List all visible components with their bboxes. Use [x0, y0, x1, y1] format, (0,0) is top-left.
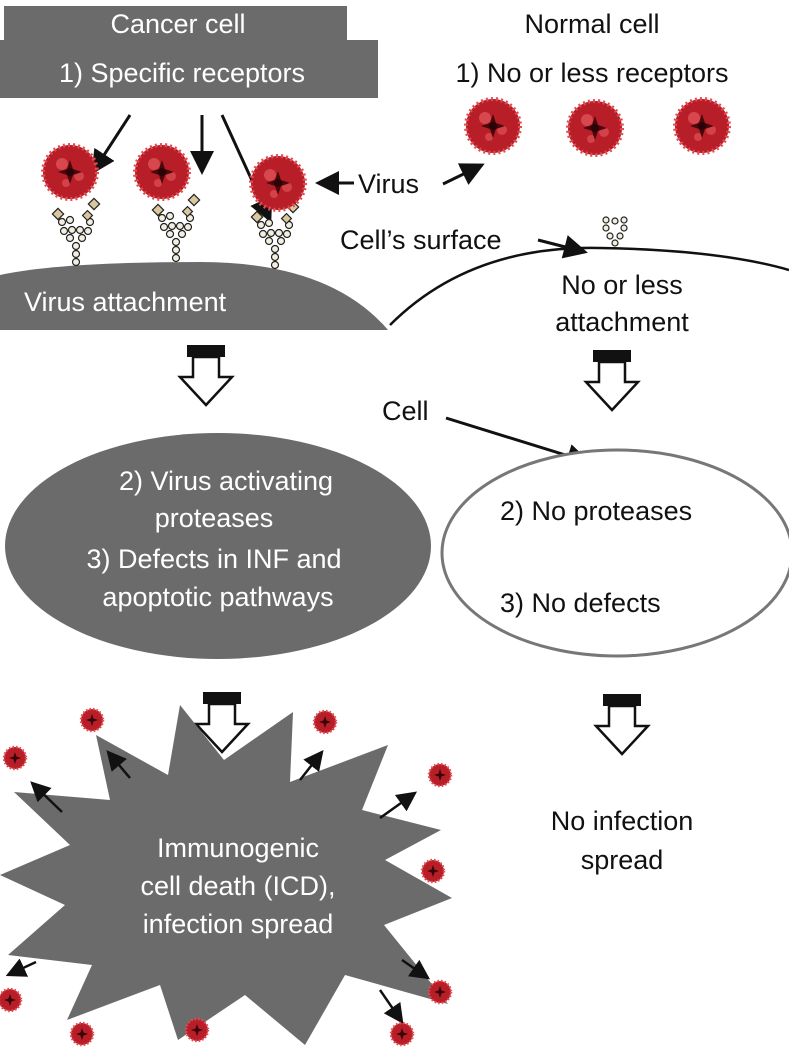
cell-label: Cell [382, 396, 429, 426]
normal-oval-line-1: 2) No proteases [500, 496, 692, 526]
virus-icon [41, 143, 99, 201]
cancer-oval-line-2: proteases [155, 503, 274, 533]
cancer-header: Cancer cell 1) Specific receptors [0, 6, 378, 98]
cancer-cell-surface [0, 262, 388, 330]
cancer-oval [5, 433, 431, 659]
cancer-header-title: Cancer cell [110, 9, 245, 39]
cancer-outcome-line-2: cell death (ICD), [140, 871, 335, 901]
small-virus-icon [427, 979, 453, 1005]
normal-cell-surface [389, 246, 789, 326]
hollow-down-arrow-icon [178, 343, 234, 407]
hollow-down-arrow-icon [584, 348, 640, 412]
receptor-icon [51, 197, 101, 267]
virus-icon [249, 154, 307, 212]
small-virus-icon [427, 762, 453, 788]
virus-icon [673, 97, 731, 155]
surface-pointer-arrow [297, 248, 324, 275]
small-virus-icon [79, 707, 105, 733]
normal-header-subtitle: 1) No or less receptors [455, 58, 728, 88]
small-virus-icon [0, 987, 23, 1013]
small-virus-icon [2, 745, 28, 771]
small-virus-icon [312, 709, 338, 735]
normal-attachment-line-1: No or less [561, 270, 683, 300]
cancer-oval-line-4: apoptotic pathways [102, 582, 333, 612]
cancer-oval-line-1: 2) Virus activating [119, 466, 333, 496]
normal-outcome-line-2: spread [581, 845, 664, 875]
virus-icon [133, 143, 191, 201]
normal-attachment-line-2: attachment [555, 307, 689, 337]
cell-surface-label: Cell’s surface [340, 225, 502, 255]
hollow-down-arrow-icon [594, 692, 650, 756]
receptor-icon [151, 193, 201, 263]
icd-starburst [0, 705, 452, 1045]
virus-icon [464, 97, 522, 155]
released-virus-arrows [5, 750, 431, 1025]
normal-oval [440, 448, 789, 658]
cancer-oval-line-3: 3) Defects in INF and [86, 544, 341, 574]
virus-label-arrow-right [442, 163, 485, 186]
virus-icon [566, 99, 624, 157]
cancer-outcome-line-3: infection spread [143, 909, 334, 939]
cancer-outcome-line-1: Immunogenic [157, 833, 319, 863]
virus-attachment-label: Virus attachment [24, 287, 227, 317]
virus-label: Virus [358, 169, 419, 199]
normal-header: Normal cell 1) No or less receptors [455, 9, 728, 88]
normal-header-title: Normal cell [524, 9, 659, 39]
cancer-header-subtitle: 1) Specific receptors [59, 58, 305, 88]
small-virus-icon [389, 1021, 415, 1047]
normal-outcome-line-1: No infection [551, 806, 694, 836]
cell-surface-arrow [537, 235, 588, 259]
small-virus-icon [69, 1021, 95, 1047]
normal-receptor-icon [602, 216, 628, 247]
normal-oval-line-2: 3) No defects [500, 588, 661, 618]
small-virus-icon [184, 1017, 210, 1043]
small-virus-icon [420, 858, 446, 884]
